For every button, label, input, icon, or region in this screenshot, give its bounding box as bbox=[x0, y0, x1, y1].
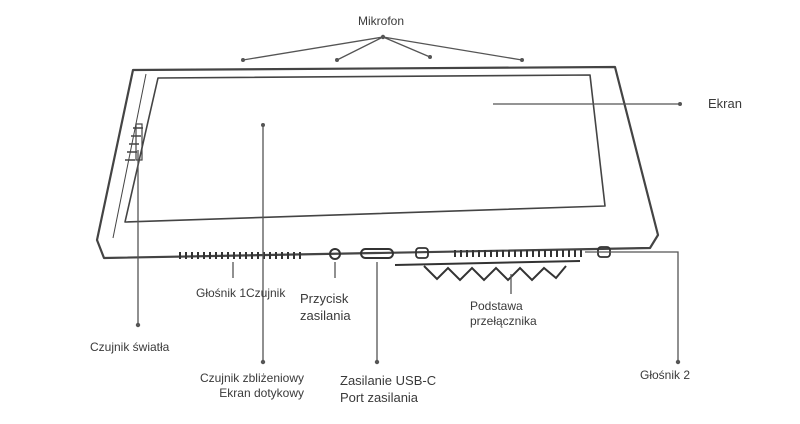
label-stand-line1: Podstawa bbox=[470, 299, 523, 313]
label-speaker1: Głośnik 1 bbox=[196, 286, 247, 300]
label-proximity: Czujnik zbliżeniowy Ekran dotykowy bbox=[180, 371, 304, 401]
tablet-device bbox=[95, 65, 660, 260]
label-proximity-line1: Czujnik zbliżeniowy bbox=[199, 371, 304, 385]
label-power-button: Przycisk zasilania bbox=[300, 290, 351, 324]
usbc-port-icon bbox=[360, 248, 394, 259]
label-sensor: Czujnik bbox=[246, 286, 286, 300]
label-power-button-line1: Przycisk bbox=[300, 291, 349, 306]
label-usbc: Zasilanie USB-C Port zasilania bbox=[340, 372, 436, 406]
screen-panel bbox=[124, 74, 606, 223]
label-proximity-line2: Ekran dotykowy bbox=[219, 386, 304, 400]
ports bbox=[329, 246, 611, 260]
light-sensor-marks bbox=[125, 123, 143, 161]
callout-dots bbox=[135, 34, 682, 365]
label-speaker2: Głośnik 2 bbox=[640, 368, 691, 382]
speaker1-grille bbox=[179, 252, 301, 259]
label-light-sensor: Czujnik światła bbox=[90, 340, 170, 354]
label-stand-line2: przełącznika bbox=[470, 314, 537, 328]
stand-hinge bbox=[394, 260, 581, 282]
label-usbc-line1: Zasilanie USB-C bbox=[340, 373, 437, 388]
callout-lines bbox=[137, 36, 680, 362]
label-power-button-line2: zasilania bbox=[300, 308, 351, 323]
label-screen: Ekran bbox=[708, 96, 742, 111]
label-usbc-line2: Port zasilania bbox=[340, 390, 419, 405]
label-stand: Podstawa przełącznika bbox=[470, 299, 537, 329]
label-microphone: Mikrofon bbox=[358, 14, 405, 28]
speaker2-grille bbox=[454, 250, 582, 257]
power-button-icon bbox=[329, 248, 341, 260]
